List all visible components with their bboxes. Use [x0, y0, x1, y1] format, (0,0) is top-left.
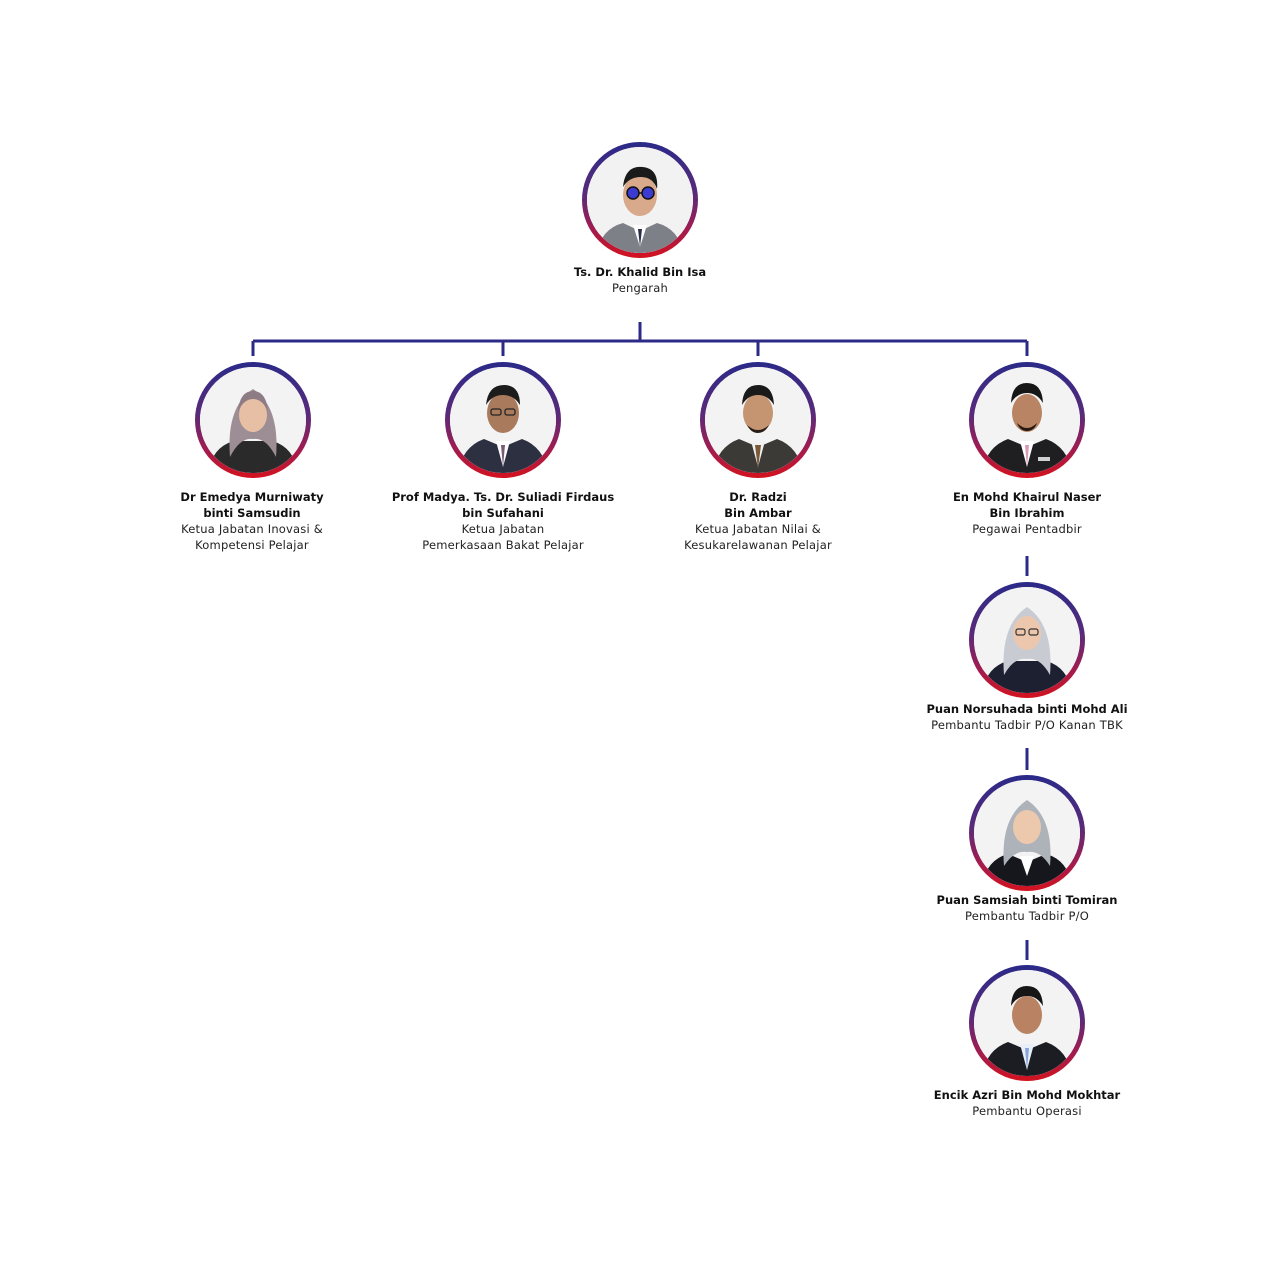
head-4-title: Pegawai Pentadbir — [972, 522, 1082, 536]
person-photo-icon — [974, 587, 1080, 693]
staff-1-title: Pembantu Tadbir P/O Kanan TBK — [931, 718, 1123, 732]
head-2-name: Prof Madya. Ts. Dr. Suliadi Firdaus bin … — [391, 490, 615, 520]
head-4-name: En Mohd Khairul Naser Bin Ibrahim — [952, 490, 1102, 520]
head-3-title: Ketua Jabatan Nilai & Kesukarelawanan Pe… — [684, 522, 832, 552]
staff-1-photo — [969, 582, 1085, 698]
person-photo-icon — [974, 367, 1080, 473]
staff-1-name: Puan Norsuhada binti Mohd Ali — [926, 702, 1128, 716]
staff-2-title: Pembantu Tadbir P/O — [965, 909, 1089, 923]
head-2-title: Ketua Jabatan Pemerkasaan Bakat Pelajar — [422, 522, 584, 552]
staff-3-label: Encik Azri Bin Mohd Mokhtar Pembantu Ope… — [897, 1087, 1157, 1119]
person-photo-icon — [200, 367, 306, 473]
director-photo — [582, 142, 698, 258]
director-title: Pengarah — [612, 281, 668, 295]
head-4-photo — [969, 362, 1085, 478]
staff-3-name: Encik Azri Bin Mohd Mokhtar — [933, 1088, 1121, 1102]
person-photo-icon — [450, 367, 556, 473]
person-photo-icon — [974, 780, 1080, 886]
director-label: Ts. Dr. Khalid Bin Isa Pengarah — [510, 264, 770, 296]
director-name: Ts. Dr. Khalid Bin Isa — [573, 265, 707, 279]
head-1-label: Dr Emedya Murniwaty binti Samsudin Ketua… — [122, 489, 382, 553]
person-photo-icon — [705, 367, 811, 473]
head-1-photo — [195, 362, 311, 478]
head-3-name: Dr. Radzi Bin Ambar — [724, 490, 792, 520]
person-photo-icon — [974, 970, 1080, 1076]
head-3-photo — [700, 362, 816, 478]
head-3-label: Dr. Radzi Bin Ambar Ketua Jabatan Nilai … — [628, 489, 888, 553]
staff-2-label: Puan Samsiah binti Tomiran Pembantu Tadb… — [897, 892, 1157, 924]
staff-3-photo — [969, 965, 1085, 1081]
person-photo-icon — [587, 147, 693, 253]
head-2-photo — [445, 362, 561, 478]
head-1-name: Dr Emedya Murniwaty binti Samsudin — [180, 490, 324, 520]
head-4-label: En Mohd Khairul Naser Bin Ibrahim Pegawa… — [897, 489, 1157, 537]
staff-2-photo — [969, 775, 1085, 891]
head-2-label: Prof Madya. Ts. Dr. Suliadi Firdaus bin … — [373, 489, 633, 553]
head-1-title: Ketua Jabatan Inovasi & Kompetensi Pelaj… — [181, 522, 323, 552]
staff-2-name: Puan Samsiah binti Tomiran — [936, 893, 1118, 907]
staff-1-label: Puan Norsuhada binti Mohd Ali Pembantu T… — [897, 701, 1157, 733]
staff-3-title: Pembantu Operasi — [972, 1104, 1082, 1118]
